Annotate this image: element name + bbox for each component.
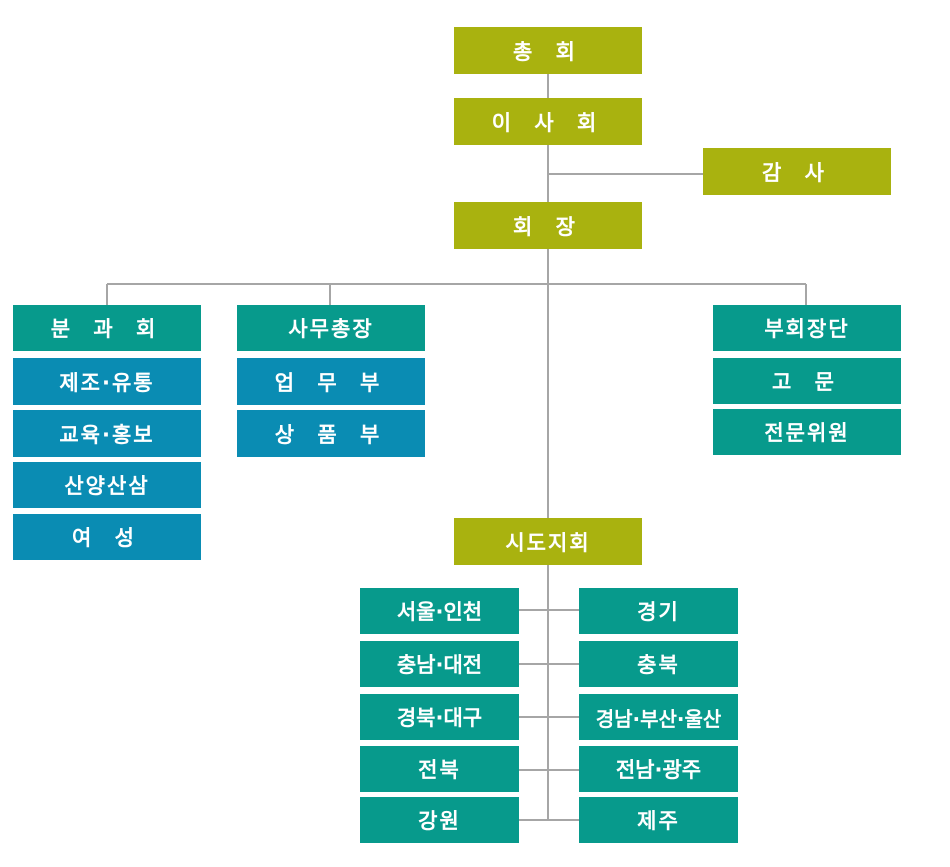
board-box: 이 사 회 [454,98,642,145]
auditor-box: 감 사 [703,148,891,195]
subcommittee-item: 교육·홍보 [13,410,201,457]
subcommittee-item: 산양산삼 [13,462,201,508]
subcommittee-item: 여 성 [13,514,201,560]
branch-left: 전북 [360,746,519,792]
chairman-box: 회 장 [454,202,642,249]
general-assembly-box: 총 회 [454,27,642,74]
branch-left: 서울·인천 [360,588,519,634]
branches-title: 시도지회 [454,518,642,565]
branch-right: 경남·부산·울산 [579,694,738,740]
vice-item: 고 문 [713,358,901,404]
branch-right: 경기 [579,588,738,634]
secretary-item: 상 품 부 [237,410,425,457]
secretary-item: 업 무 부 [237,358,425,405]
branch-right: 제주 [579,797,738,843]
branch-right: 충북 [579,641,738,687]
branch-right: 전남·광주 [579,746,738,792]
subcommittee-item: 제조·유통 [13,358,201,405]
vice-title: 부회장단 [713,305,901,351]
branch-left: 충남·대전 [360,641,519,687]
secretary-title: 사무총장 [237,305,425,351]
branch-left: 강원 [360,797,519,843]
subcommittee-title: 분 과 회 [13,305,201,351]
vice-item: 전문위원 [713,409,901,455]
branch-left: 경북·대구 [360,694,519,740]
